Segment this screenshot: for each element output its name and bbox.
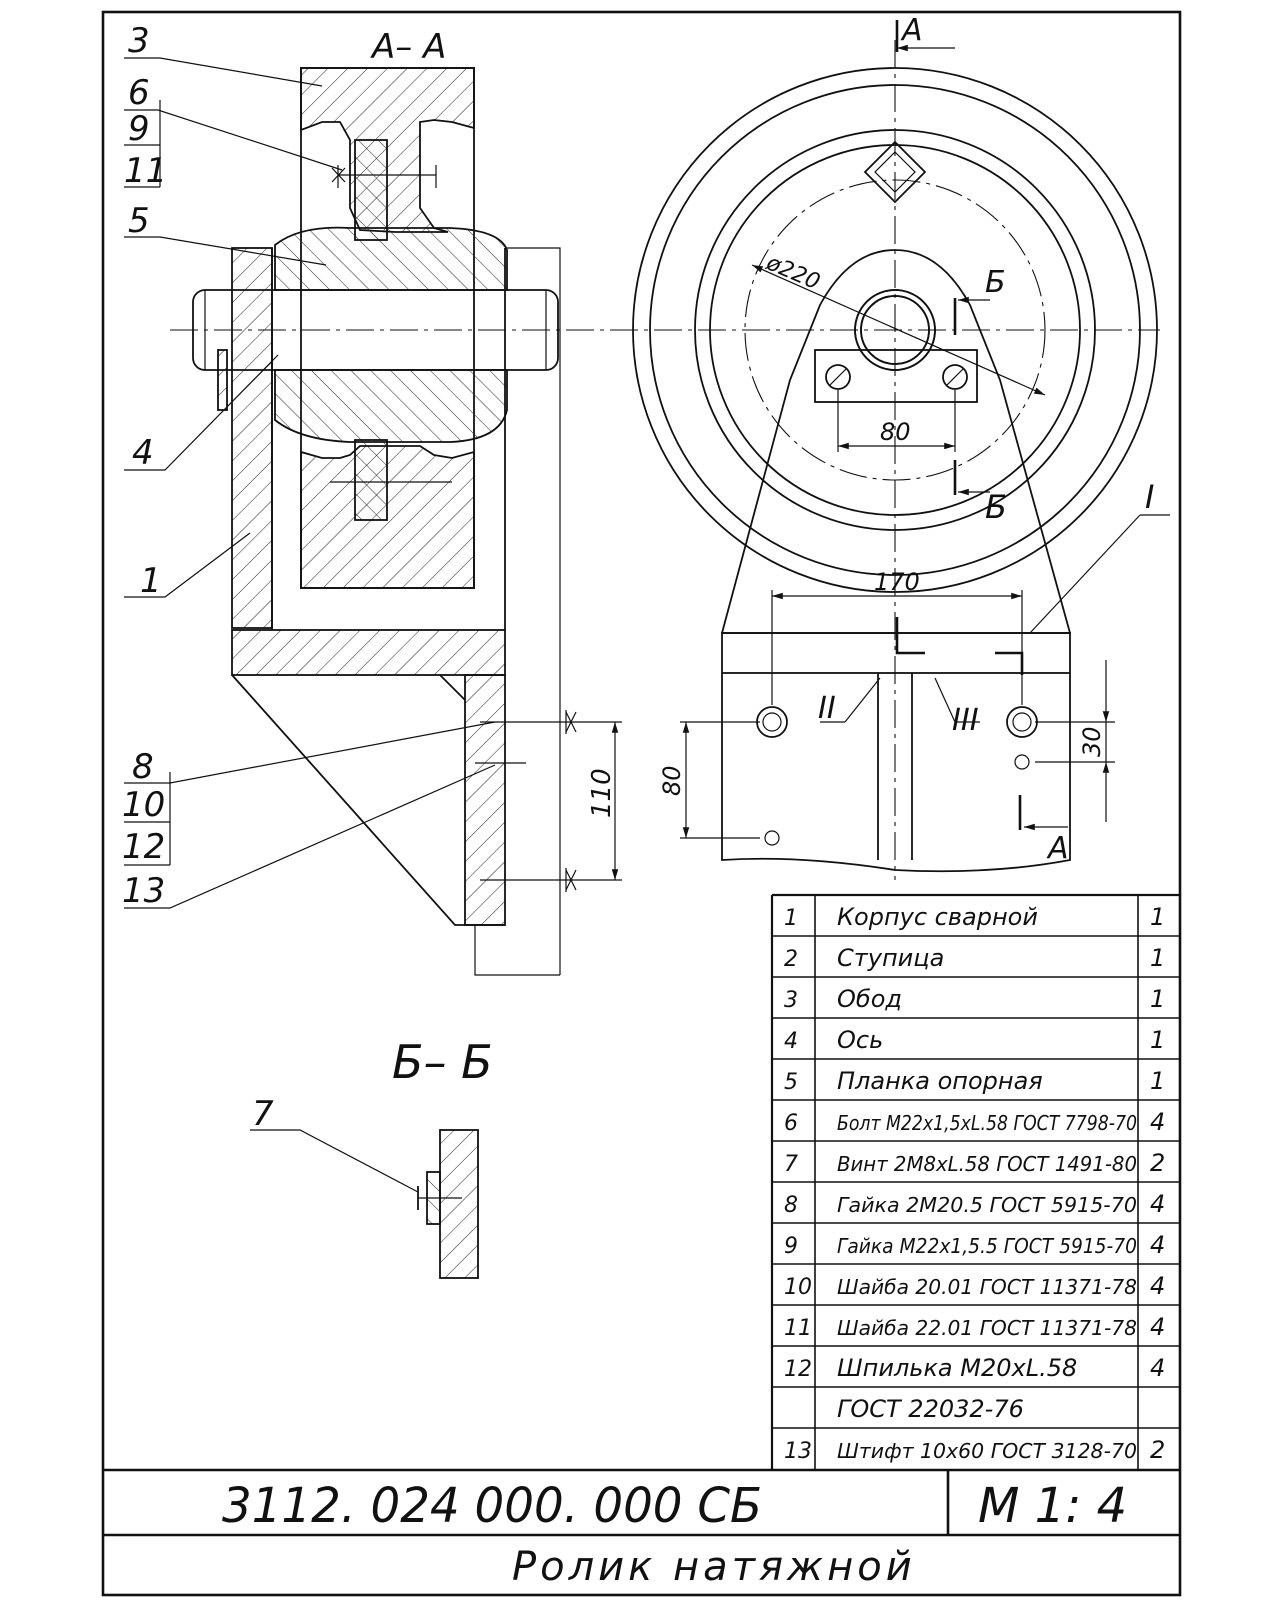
- bom-row-name: Шпилька М20хL.58: [837, 1354, 1077, 1382]
- bom-row-qty: 4: [1150, 1354, 1165, 1382]
- bom-row-qty: 2: [1150, 1149, 1165, 1177]
- bom-row-pos: 7: [784, 1152, 798, 1177]
- bom-row-qty: 1: [1150, 985, 1165, 1013]
- bom-row-pos: 11: [784, 1316, 812, 1341]
- leader-label-7: 7: [252, 1094, 274, 1134]
- view-mark-b-top: Б: [985, 265, 1006, 300]
- bom-row-name: ГОСТ 22032-76: [837, 1395, 1024, 1423]
- leader-label-8: 8: [132, 747, 154, 787]
- bom-row-qty: 4: [1150, 1108, 1165, 1136]
- bom-row-name: Корпус сварной: [837, 903, 1038, 931]
- bom-row-pos: 6: [784, 1111, 798, 1136]
- front-view: [632, 20, 1170, 880]
- bom-row-qty: 1: [1150, 1026, 1165, 1054]
- sheet-frame: [101, 10, 1182, 1597]
- bom-row-name: Обод: [837, 985, 902, 1013]
- dim-label-80-side: 80: [658, 765, 686, 796]
- view-mark-a-bottom: А: [1046, 831, 1069, 866]
- bom-row-pos: 5: [784, 1070, 798, 1095]
- bom-row-pos: 2: [784, 947, 798, 972]
- leader-label-5: 5: [128, 201, 150, 241]
- dim-label-80-top: 80: [880, 418, 911, 446]
- dim-label-170: 170: [874, 568, 920, 596]
- bom-row-qty: 2: [1150, 1436, 1165, 1464]
- bom-row-name: Ось: [837, 1026, 883, 1054]
- bom-row-name: Планка опорная: [837, 1067, 1043, 1095]
- bom-row-name: Шайба 22.01 ГОСТ 11371-78: [837, 1316, 1137, 1340]
- leader-label-10: 10: [122, 785, 165, 825]
- bom-row-qty: 4: [1150, 1272, 1165, 1300]
- leader-label-13: 13: [122, 871, 165, 911]
- bom-row-name: Гайка М22х1,5.5 ГОСТ 5915-70: [837, 1234, 1137, 1258]
- detail-mark-3: III: [952, 703, 979, 738]
- detail-mark-2: II: [818, 691, 836, 726]
- bom-row-qty: 1: [1150, 1067, 1165, 1095]
- bom-row-name: Ступица: [837, 944, 944, 972]
- section-bb-label: Б– Б: [392, 1035, 493, 1089]
- detail-mark-1: I: [1145, 478, 1154, 516]
- bom-row-qty: 4: [1150, 1313, 1165, 1341]
- view-mark-b-bottom: Б: [985, 488, 1007, 526]
- bom-row-qty: 1: [1150, 903, 1165, 931]
- leader-label-1: 1: [140, 561, 162, 601]
- dim-label-110: 110: [587, 768, 617, 818]
- leader-label-11: 11: [124, 151, 167, 191]
- bom-row-pos: 8: [784, 1193, 798, 1218]
- bom-row-pos: 3: [784, 988, 798, 1013]
- title-name: Ролик натяжной: [512, 1544, 916, 1590]
- bom-row-pos: 9: [784, 1234, 798, 1259]
- bom-row-qty: 4: [1150, 1190, 1165, 1218]
- title-block-frame: [103, 1468, 1180, 1537]
- section-aa-label: А– А: [370, 27, 446, 67]
- bom-row-name: Штифт 10х60 ГОСТ 3128-70: [837, 1439, 1137, 1463]
- bom-row-pos: 13: [784, 1439, 812, 1464]
- leader-lines: [124, 57, 496, 909]
- bom-row-pos: 12: [784, 1357, 812, 1382]
- bom-row-pos: 10: [784, 1275, 812, 1300]
- view-mark-a-top: А: [900, 13, 923, 48]
- bom-row-name: Винт 2М8хL.58 ГОСТ 1491-80: [837, 1152, 1137, 1176]
- leader-label-3: 3: [128, 21, 150, 61]
- dim-label-220: ø220: [762, 250, 824, 295]
- bom-row-pos: 4: [784, 1029, 798, 1054]
- leader-label-9: 9: [128, 109, 150, 149]
- bom-row-qty: 4: [1150, 1231, 1165, 1259]
- bom-row-name: Шайба 20.01 ГОСТ 11371-78: [837, 1275, 1137, 1299]
- leader-label-4: 4: [132, 433, 154, 473]
- title-scale: М 1: 4: [978, 1478, 1127, 1534]
- leader-label-12: 12: [122, 827, 165, 867]
- section-b-b-view: [250, 1129, 479, 1279]
- bom-row-name: Болт М22х1,5хL.58 ГОСТ 7798-70: [837, 1111, 1137, 1135]
- bom-row-qty: 1: [1150, 944, 1165, 972]
- section-a-a-view: [170, 67, 1160, 976]
- bom-table-frame: [770, 893, 1180, 1469]
- dim-label-30: 30: [1078, 726, 1106, 757]
- title-designation: 3112. 024 000. 000 СБ: [222, 1478, 762, 1534]
- leader-label-6: 6: [128, 73, 150, 113]
- bom-row-pos: 1: [784, 906, 798, 931]
- bom-row-name: Гайка 2М20.5 ГОСТ 5915-70: [837, 1193, 1137, 1217]
